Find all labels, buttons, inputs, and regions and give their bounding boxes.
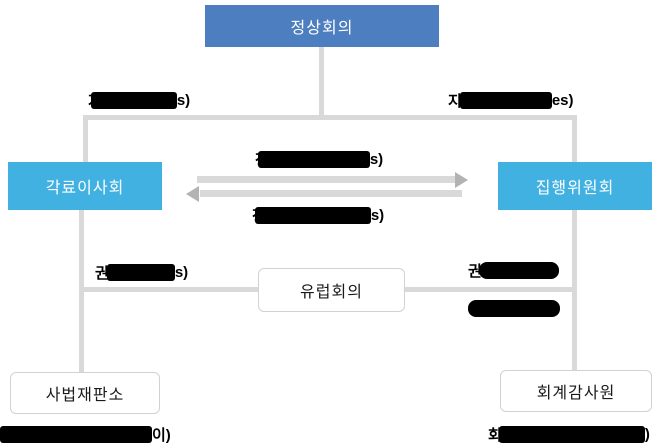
label-left-mid-suffix: s) bbox=[174, 264, 189, 281]
label-mid-bottom-suffix: s) bbox=[370, 207, 385, 224]
court-of-auditors-box: 회계감사원 bbox=[500, 370, 652, 412]
european-meeting-box: 유럽회의 bbox=[258, 268, 405, 312]
court-of-justice-box: 사법재판소 bbox=[10, 372, 160, 414]
label-mid-top-suffix: s) bbox=[369, 151, 384, 168]
label-mid-top-redacted: 정 s) bbox=[255, 149, 383, 170]
label-bottom-right-prefix: 회 bbox=[488, 427, 502, 444]
arrow-right-head-icon bbox=[455, 172, 468, 188]
connector-horizontal-top bbox=[83, 115, 577, 120]
redaction-bar bbox=[257, 151, 370, 168]
redaction-bar bbox=[478, 262, 559, 279]
label-top-right-suffix: es) bbox=[551, 92, 574, 109]
connector-left-to-center bbox=[79, 287, 258, 292]
executive-committee-label: 집행위원회 bbox=[535, 180, 615, 197]
summit-label: 정상회의 bbox=[290, 20, 354, 37]
connector-center-to-right bbox=[405, 287, 575, 292]
redaction-bar bbox=[468, 300, 560, 317]
label-bottom-right-suffix: ) bbox=[644, 426, 650, 443]
label-right-mid-bottom-redacted bbox=[468, 300, 560, 317]
court-of-auditors-label: 회계감사원 bbox=[536, 385, 616, 402]
label-top-left-suffix: s) bbox=[176, 92, 191, 109]
redaction-bar bbox=[254, 207, 371, 224]
label-top-right-prefix: 지 bbox=[448, 93, 462, 110]
label-top-left-redacted: 지 s) bbox=[88, 90, 190, 111]
connector-left-drop bbox=[83, 115, 88, 162]
redaction-bar bbox=[459, 92, 552, 109]
label-mid-bottom-redacted: 정 s) bbox=[252, 205, 384, 226]
council-of-ministers-box: 각료이사회 bbox=[8, 162, 162, 210]
label-right-mid-top-prefix: 권 bbox=[468, 263, 482, 280]
label-top-right-redacted: 지 es) bbox=[448, 90, 574, 111]
label-left-mid-redacted: 권 s) bbox=[95, 262, 188, 283]
connector-right-drop bbox=[572, 115, 577, 162]
european-meeting-label: 유럽회의 bbox=[300, 284, 363, 301]
label-right-mid-top-redacted: 권 bbox=[468, 260, 559, 281]
executive-committee-box: 집행위원회 bbox=[498, 162, 652, 210]
arrow-left-shaft bbox=[200, 190, 462, 197]
label-bottom-right-redacted: 회 ) bbox=[488, 424, 650, 445]
redaction-bar bbox=[90, 92, 177, 109]
summit-box: 정상회의 bbox=[205, 5, 439, 47]
council-of-ministers-label: 각료이사회 bbox=[45, 180, 125, 197]
arrow-left-head-icon bbox=[186, 186, 199, 202]
redaction-bar bbox=[498, 426, 645, 443]
label-bottom-left-suffix: 이) bbox=[152, 427, 171, 444]
label-bottom-left-redacted: 이) bbox=[0, 424, 171, 445]
label-left-mid-prefix: 권 bbox=[95, 265, 109, 282]
arrow-right-shaft bbox=[197, 176, 455, 183]
redaction-bar bbox=[106, 264, 175, 281]
court-of-justice-label: 사법재판소 bbox=[45, 387, 125, 404]
connector-summit-down bbox=[319, 47, 324, 118]
redaction-bar bbox=[0, 426, 152, 443]
